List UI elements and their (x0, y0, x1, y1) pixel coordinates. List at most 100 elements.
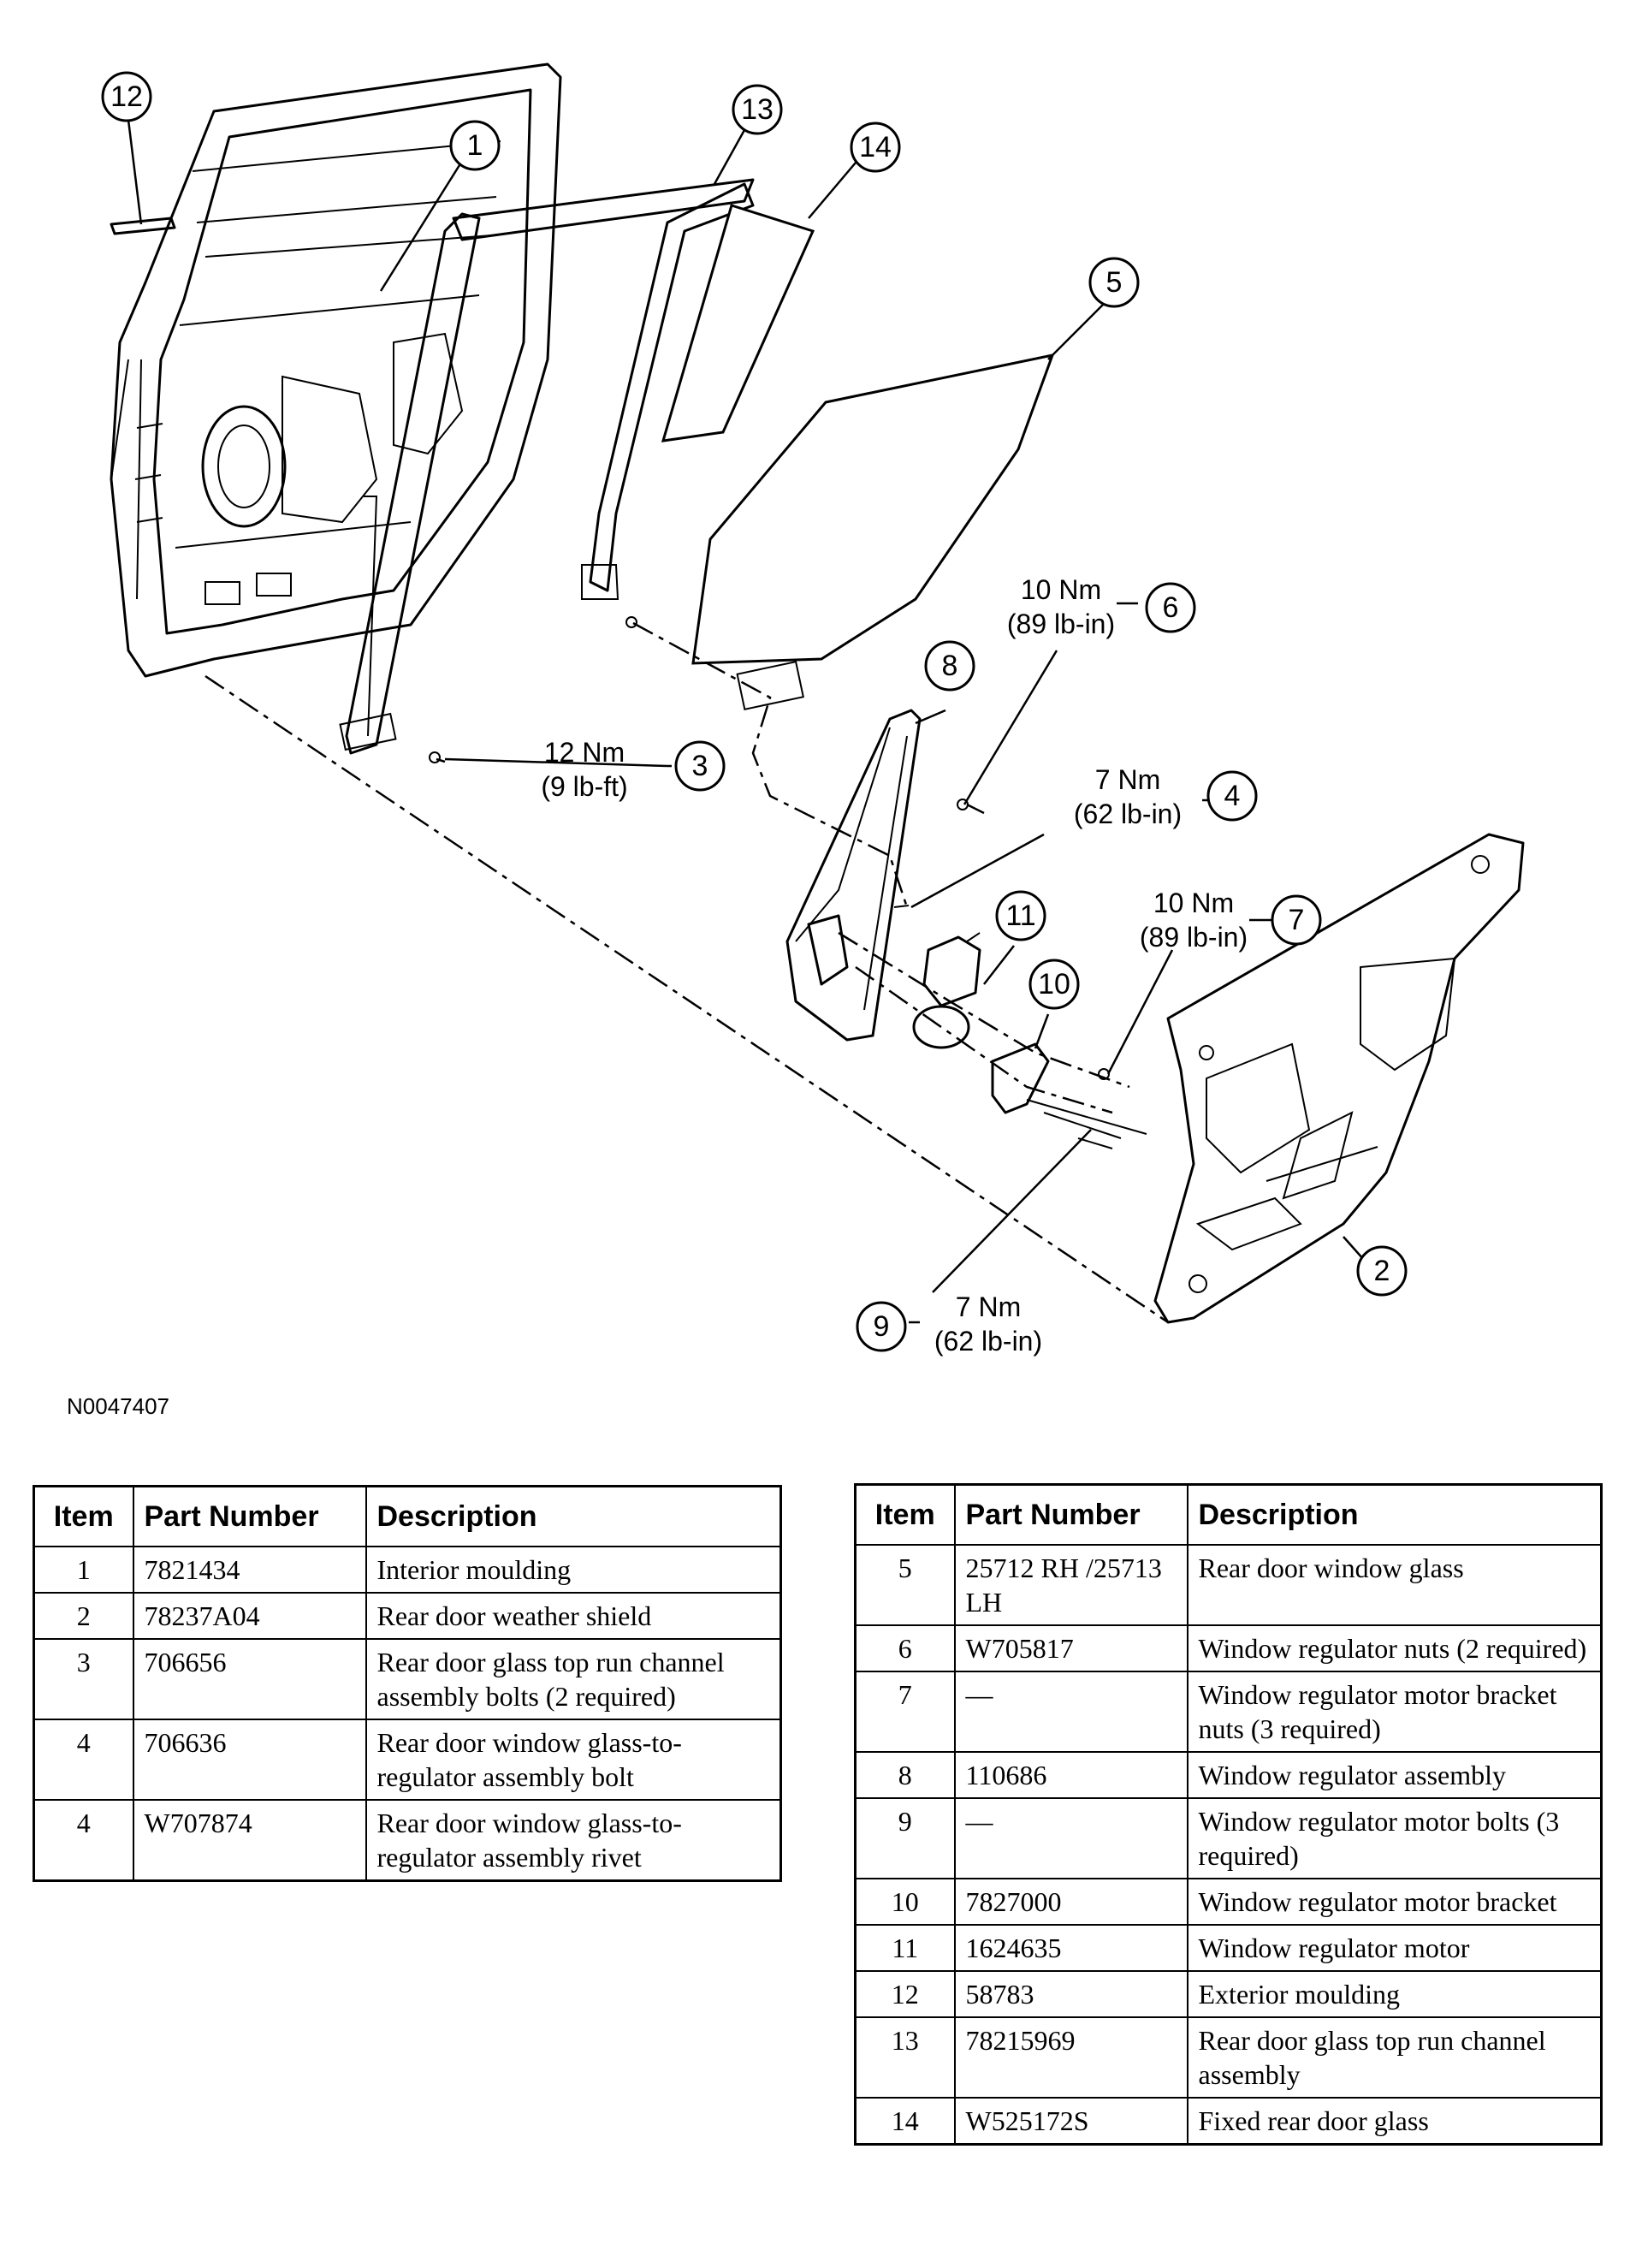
svg-text:(89 lb-in): (89 lb-in) (1007, 609, 1115, 639)
part-number-cell: 25712 RH /25713 LH (953, 1544, 1188, 1626)
svg-text:11: 11 (1005, 899, 1035, 932)
svg-text:13: 13 (741, 93, 774, 126)
part-number-cell: 1624635 (953, 1924, 1188, 1972)
callout-2: 2 (1356, 1245, 1408, 1297)
weather-shield-part (1153, 833, 1525, 1324)
callout-12: 12 (101, 71, 152, 122)
header-part-number: Part Number (953, 1483, 1188, 1546)
svg-text:8: 8 (942, 650, 958, 682)
torque-label-4: 7 Nm (62 lb-in) (1074, 764, 1182, 829)
item-cell: 10 (854, 1878, 956, 1926)
table-row: 4 706636 Rear door window glass-to-regul… (33, 1719, 782, 1801)
callout-10: 10 (1028, 959, 1080, 1010)
svg-text:3: 3 (692, 750, 708, 782)
item-cell: 8 (854, 1751, 956, 1799)
motor-bracket-part (991, 1042, 1050, 1114)
door-frame (110, 62, 562, 678)
rear-door-window-glass-part (691, 353, 1055, 665)
svg-text:12: 12 (110, 80, 143, 113)
glass-bracket (736, 660, 804, 710)
description-cell: Window regulator motor bolts (3 required… (1186, 1797, 1603, 1879)
window-regulator-part (785, 709, 922, 1042)
header-part-number: Part Number (132, 1485, 367, 1547)
item-cell: 2 (33, 1592, 134, 1640)
part-number-cell: — (953, 1797, 1188, 1879)
svg-text:12 Nm: 12 Nm (544, 737, 625, 768)
table-row: 5 25712 RH /25713 LH Rear door window gl… (854, 1544, 1603, 1626)
exterior-moulding-part (110, 217, 176, 235)
exploded-view-diagram: 1 2 3 4 5 6 7 8 9 10 11 12 13 14 12 Nm (… (101, 62, 1525, 1357)
table-row: 14 W525172S Fixed rear door glass (854, 2097, 1603, 2146)
header-description: Description (365, 1485, 782, 1547)
callout-4: 4 (1206, 770, 1258, 822)
item-cell: 3 (33, 1638, 134, 1720)
callout-13: 13 (732, 84, 783, 135)
header-item: Item (33, 1485, 134, 1547)
svg-text:9: 9 (874, 1310, 890, 1343)
part-number-cell: 7821434 (132, 1546, 367, 1594)
callout-11: 11 (995, 890, 1046, 941)
table-row: 10 7827000 Window regulator motor bracke… (854, 1878, 1603, 1926)
description-cell: Interior moulding (365, 1546, 782, 1594)
table-header-row: Item Part Number Description (33, 1485, 782, 1547)
item-cell: 13 (854, 2016, 956, 2099)
item-cell: 1 (33, 1546, 134, 1594)
item-cell: 4 (33, 1719, 134, 1801)
header-description: Description (1186, 1483, 1603, 1546)
svg-text:2: 2 (1374, 1255, 1390, 1287)
description-cell: Rear door window glass-to-regulator asse… (365, 1799, 782, 1882)
svg-text:10: 10 (1038, 968, 1070, 1000)
part-number-cell: 58783 (953, 1970, 1188, 2018)
svg-text:14: 14 (859, 131, 892, 163)
description-cell: Rear door window glass (1186, 1544, 1603, 1626)
part-number-cell: 78237A04 (132, 1592, 367, 1640)
svg-text:4: 4 (1224, 780, 1241, 812)
table-row: 2 78237A04 Rear door weather shield (33, 1592, 782, 1640)
assembly-lines (204, 621, 1169, 1324)
header-item: Item (854, 1483, 956, 1546)
description-cell: Window regulator motor (1186, 1924, 1603, 1972)
part-number-cell: 78215969 (953, 2016, 1188, 2099)
description-cell: Rear door window glass-to-regulator asse… (365, 1719, 782, 1801)
torque-label-6: 10 Nm (89 lb-in) (1007, 574, 1115, 639)
item-cell: 14 (854, 2097, 956, 2146)
table-header-row: Item Part Number Description (854, 1483, 1603, 1546)
torque-label-3: 12 Nm (9 lb-ft) (541, 737, 627, 802)
svg-text:(62 lb-in): (62 lb-in) (934, 1326, 1042, 1357)
svg-text:7: 7 (1289, 904, 1305, 936)
callout-3: 3 (674, 740, 726, 792)
table-row: 12 58783 Exterior moulding (854, 1970, 1603, 2018)
table-row: 8 110686 Window regulator assembly (854, 1751, 1603, 1799)
description-cell: Window regulator motor bracket nuts (3 r… (1186, 1671, 1603, 1753)
table-row: 4 W707874 Rear door window glass-to-regu… (33, 1799, 782, 1882)
description-cell: Exterior moulding (1186, 1970, 1603, 2018)
description-cell: Window regulator nuts (2 required) (1186, 1624, 1603, 1672)
item-cell: 7 (854, 1671, 956, 1753)
svg-text:10 Nm: 10 Nm (1021, 574, 1101, 605)
svg-text:(62 lb-in): (62 lb-in) (1074, 799, 1182, 829)
callout-9: 9 (856, 1301, 907, 1352)
callout-6: 6 (1145, 582, 1196, 633)
item-cell: 12 (854, 1970, 956, 2018)
description-cell: Rear door glass top run channel assembly… (365, 1638, 782, 1720)
description-cell: Rear door glass top run channel assembly (1186, 2016, 1603, 2099)
item-cell: 6 (854, 1624, 956, 1672)
description-cell: Rear door weather shield (365, 1592, 782, 1640)
description-cell: Fixed rear door glass (1186, 2097, 1603, 2146)
table-row: 6 W705817 Window regulator nuts (2 requi… (854, 1624, 1603, 1672)
svg-text:1: 1 (467, 129, 483, 162)
window-regulator-motor-part (912, 932, 981, 1049)
table-row: 9 — Window regulator motor bolts (3 requ… (854, 1797, 1603, 1879)
description-cell: Window regulator assembly (1186, 1751, 1603, 1799)
part-number-cell: 706636 (132, 1719, 367, 1801)
part-number-cell: W705817 (953, 1624, 1188, 1672)
table-row: 1 7821434 Interior moulding (33, 1546, 782, 1594)
fixed-rear-door-glass-part (661, 204, 815, 442)
svg-text:7 Nm: 7 Nm (1095, 764, 1160, 795)
interior-moulding-part (339, 212, 481, 755)
torque-label-7: 10 Nm (89 lb-in) (1140, 888, 1248, 953)
callout-5: 5 (1088, 257, 1140, 308)
torque-label-9: 7 Nm (62 lb-in) (934, 1291, 1042, 1357)
item-cell: 4 (33, 1799, 134, 1882)
table-row: 3 706656 Rear door glass top run channel… (33, 1638, 782, 1720)
